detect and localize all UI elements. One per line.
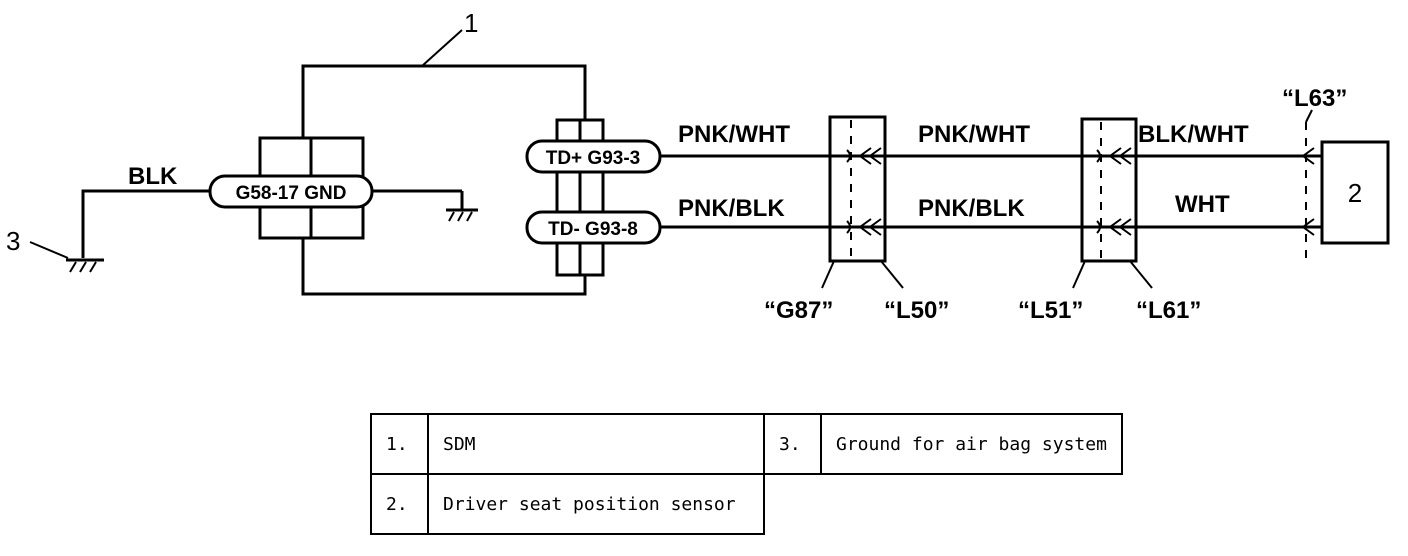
legend-desc-1: SDM <box>427 413 765 475</box>
legend-row: 1. SDM 3. Ground for air bag system <box>370 413 1123 475</box>
callout-1-leader <box>421 29 463 67</box>
legend-num-2: 2. <box>370 473 429 535</box>
td-plus-pin-pill <box>525 139 662 174</box>
connector-l50-label: “L50” <box>884 297 949 324</box>
legend-num-3: 3. <box>763 413 822 475</box>
td-plus-seg1-label: PNK/WHT <box>678 121 790 148</box>
inline-connector-g87-l50 <box>821 115 904 289</box>
driver-seat-sensor-box <box>1320 140 1390 245</box>
td-plus-pin-label: TD+ G93-3 <box>546 148 641 169</box>
connector-l51-label: “L51” <box>1018 297 1083 324</box>
ground-symbol-3 <box>66 258 104 273</box>
legend-row: 2. Driver seat position sensor <box>370 473 1122 535</box>
connector-g87-label: “G87” <box>764 297 833 324</box>
ground-wire-label: BLK <box>128 163 178 190</box>
legend-desc-3: Ground for air bag system <box>820 413 1123 475</box>
td-minus-seg1-label: PNK/BLK <box>678 195 785 222</box>
td-minus-pin-pill <box>525 210 662 245</box>
callout-3: 3 <box>6 226 20 256</box>
connector-l61-label: “L61” <box>1136 297 1201 324</box>
legend-desc-2: Driver seat position sensor <box>427 473 765 535</box>
callout-3-leader <box>29 241 69 259</box>
gnd-pin-pill <box>208 174 374 209</box>
td-plus-seg2-label: PNK/WHT <box>918 121 1030 148</box>
td-plus-seg3-label: BLK/WHT <box>1138 121 1249 148</box>
td-minus-seg2-label: PNK/BLK <box>918 195 1025 222</box>
ground-wire <box>81 189 210 258</box>
inline-connector-l51-l61 <box>1072 117 1153 289</box>
callout-1: 1 <box>464 8 478 38</box>
callout-2: 2 <box>1348 178 1362 208</box>
legend-table: 1. SDM 3. Ground for air bag system 2. D… <box>370 413 1123 535</box>
connector-l63-label: “L63” <box>1282 85 1347 112</box>
legend-num-1: 1. <box>370 413 429 475</box>
connector-l63 <box>1300 109 1322 258</box>
td-minus-seg3-label: WHT <box>1175 191 1230 218</box>
internal-ground-symbol <box>446 208 478 222</box>
gnd-pin-label: G58-17 GND <box>236 183 347 204</box>
td-minus-pin-label: TD- G93-8 <box>548 219 638 240</box>
